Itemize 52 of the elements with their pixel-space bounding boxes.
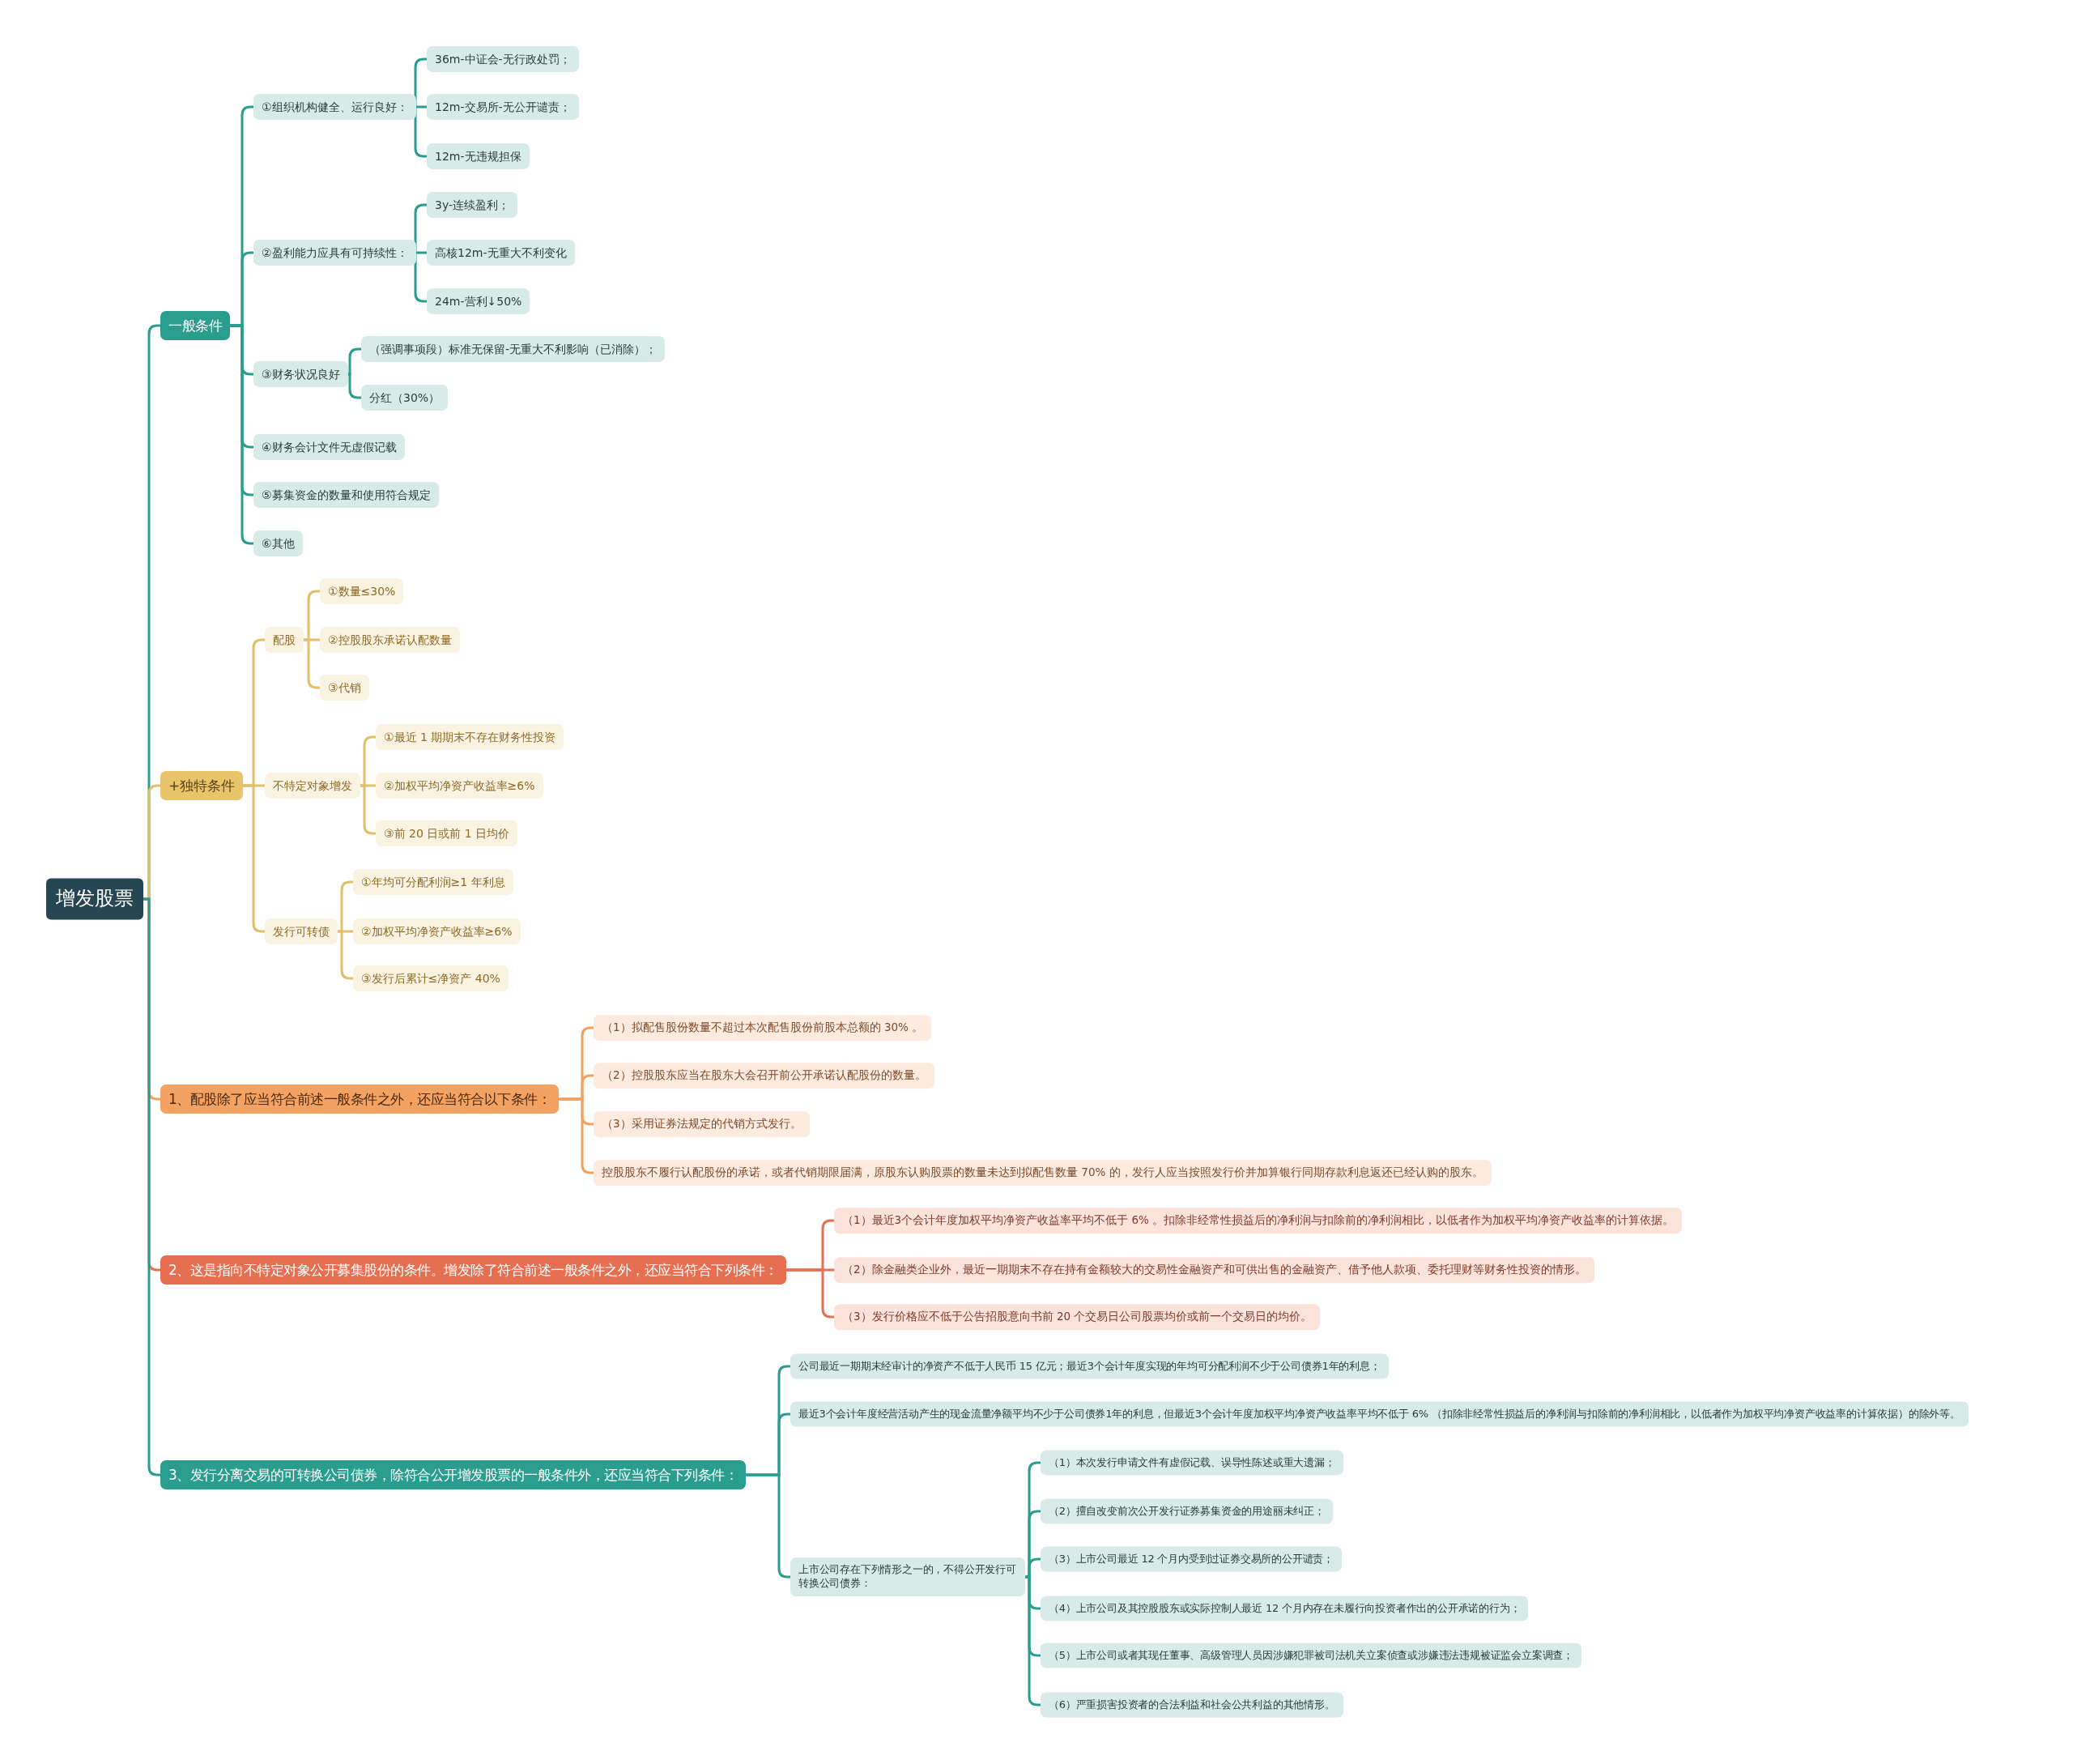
item-box: 公司最近一期期末经审计的净资产不低于人民币 15 亿元；最近3个会计年度实现的年均可分配利润不少于公司债券1年的利息； <box>790 1353 1389 1379</box>
item-box: ①年均可分配利润≥1 年利息 <box>353 868 513 896</box>
item-box: ④财务会计文件无虚假记载 <box>253 433 405 461</box>
item-box: 12m-无违规担保 <box>427 143 530 170</box>
branch-box: 2、这是指向不特定对象公开募集股份的条件。增发除了符合前述一般条件之外，还应当符合下列条件： <box>160 1255 786 1285</box>
item-box: ②盈利能力应具有可持续性： <box>253 239 416 266</box>
item-box: （2）控股股东应当在股东大会召开前公开承诺认配股份的数量。 <box>594 1063 934 1089</box>
item-box: （1）本次发行申请文件有虚假记载、误导性陈述或重大遗漏； <box>1041 1450 1343 1476</box>
item-box: ②控股股东承诺认配数量 <box>320 626 460 654</box>
branch-box: 1、配股除了应当符合前述一般条件之外，还应当符合以下条件： <box>160 1084 560 1114</box>
connector-line <box>415 251 427 254</box>
item-box: （2）擅自改变前次公开发行证券募集资金的用途丽未纠正； <box>1041 1498 1333 1524</box>
item-box: （1）拟配售股份数量不超过本次配售股份前股本总额的 30% 。 <box>594 1015 932 1041</box>
item-box: ②加权平均净资产收益率≥6% <box>353 918 521 945</box>
item-box: ③代销 <box>320 674 369 701</box>
item-box: 24m-营利↓50% <box>427 288 530 315</box>
connector-line <box>347 347 361 376</box>
item-box: 12m-交易所-无公开谴责； <box>427 93 579 121</box>
item-box: 不特定对象增发 <box>265 772 360 799</box>
item-box: （1）最近3个会计年度加权平均净资产收益率平均不低于 6% 。扣除非经常性损益后的净利润与扣除前的净利润相比，以低者作为加权平均净资产收益率的计算依据。 <box>834 1208 1683 1234</box>
connector-line <box>347 373 361 399</box>
item-box: 36m-中证会-无行政处罚； <box>427 45 579 73</box>
branch-box: +独特条件 <box>160 770 244 801</box>
item-box: ③前 20 日或前 1 日均价 <box>376 820 518 847</box>
item-box: （强调事项段）标准无保留-无重大不利影响（已消除）； <box>361 335 666 363</box>
topic-box: 增发股票 <box>46 878 143 920</box>
item-box: ⑤募集资金的数量和使用符合规定 <box>253 481 439 509</box>
item-box: ⑥其他 <box>253 530 303 557</box>
item-box: 最近3个会计年度经营活动产生的现金流量净额平均不少于公司债券1年的利息，但最近3个会计年度加权平均净资产收益率平均不低于 6% （扣除非经常性损益后的净利润与扣除前的净利润相比，以低者作为加权平均净资产收益率的计算依据）的除外等。 <box>790 1401 1969 1427</box>
item-box: 控股股东不履行认配股份的承诺，或者代销期限届满，原股东认购股票的数量未达到拟配售数量 70% 的，发行人应当按照发行价并加算银行同期存款利息返还已经认购的股东。 <box>594 1160 1492 1186</box>
item-box: （2）除金融类企业外，最近一期期末不存在持有金额较大的交易性金融资产和可供出售的金融资产、借予他人款项、委托理财等财务性投资的情形。 <box>834 1257 1594 1283</box>
branch-box: 一般条件 <box>160 310 230 341</box>
item-box: （6）严重损害投资者的合法利益和社会公共利益的其他情形。 <box>1041 1692 1343 1718</box>
item-box: ③发行后累计≤净资产 40% <box>353 965 509 992</box>
item-box: 高核12m-无重大不利变化 <box>427 239 575 266</box>
item-box: ①最近 1 期期末不存在财务性投资 <box>376 723 564 751</box>
branch-box: 3、发行分离交易的可转换公司债券，除符合公开增发股票的一般条件外，还应当符合下列条件： <box>160 1459 747 1490</box>
item-box: ③财务状况良好 <box>253 360 348 388</box>
connector-line <box>415 105 427 109</box>
item-box: 配股 <box>265 626 304 654</box>
item-box: （3）发行价格应不低于公告招股意向书前 20 个交易日公司股票均价或前一个交易日的均价。 <box>834 1304 1321 1330</box>
item-box: 分红（30%） <box>361 384 449 411</box>
item-box: （3）上市公司最近 12 个月内受到过证券交易所的公开谴责； <box>1041 1546 1343 1572</box>
item-box: 3y-连续盈利； <box>427 191 517 219</box>
item-box: （5）上市公司或者其现任董事、高级管理人员因涉嫌犯罪被司法机关立案侦查或涉嫌违法违规被证监会立案调查； <box>1041 1643 1582 1668</box>
item-box: （4）上市公司及其控股股东或实际控制人最近 12 个月内存在未履行向投资者作出的公开承诺的行为； <box>1041 1596 1529 1621</box>
item-box: （3）采用证券法规定的代销方式发行。 <box>594 1111 810 1137</box>
item-box: ①数量≤30% <box>320 577 404 605</box>
item-box: 上市公司存在下列情形之一的，不得公开发行可转换公司债券： <box>790 1557 1025 1596</box>
item-box: 发行可转债 <box>265 918 338 945</box>
item-box: ①组织机构健全、运行良好： <box>253 93 416 121</box>
item-box: ②加权平均净资产收益率≥6% <box>376 772 543 799</box>
